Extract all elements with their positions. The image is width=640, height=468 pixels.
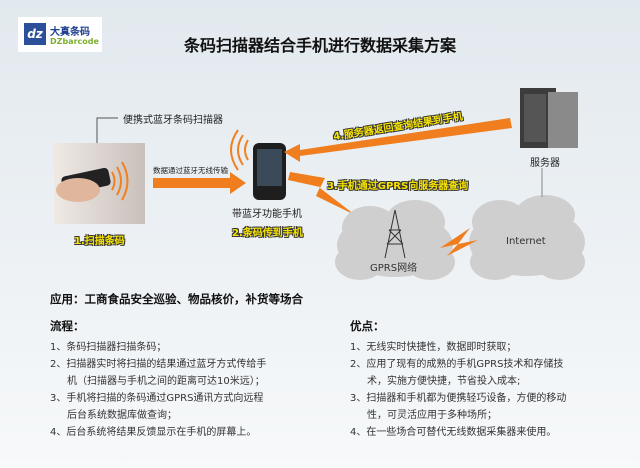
- process-item: 机（扫描器与手机之间的距离可达10米远）；: [67, 376, 265, 387]
- internet-label: Internet: [506, 236, 546, 247]
- scanner-signal-icon: [111, 161, 129, 201]
- step-2: 2.条码传到手机: [232, 228, 303, 239]
- gprs-cloud: [335, 200, 455, 280]
- process-item: 1、条码扫描器扫描条码；: [50, 342, 167, 353]
- bluetooth-label: 数据通过蓝牙无线传输: [153, 166, 228, 175]
- advantage-item: 3、扫描器和手机都为便携轻巧设备，方便的移动: [350, 393, 567, 404]
- process-item: 4、后台系统将结果反馈显示在手机的屏幕上。: [50, 427, 257, 438]
- step-1: 1.扫描条码: [74, 236, 125, 247]
- logo: dz 大真条码 DZbarcode: [18, 17, 102, 52]
- diagram-graphics: [54, 88, 585, 280]
- application-line: 应用：工商食品安全巡验、物品核价，补货等场合: [50, 292, 303, 306]
- process-item: 3、手机将扫描的条码通过GPRS通讯方式向远程: [50, 393, 264, 404]
- process-heading: 流程：: [50, 319, 85, 333]
- phone-signal-icon: [230, 129, 249, 171]
- server-label: 服务器: [530, 158, 560, 169]
- advantage-item: 1、无线实时快捷性，数据即时获取；: [350, 342, 517, 353]
- advantage-item: 性，可灵活应用于多种场所；: [367, 410, 497, 421]
- gprs-label: GPRS网络: [370, 263, 418, 274]
- advantages-section: 优点： 1、无线实时快捷性，数据即时获取； 2、应用了现有的成熟的手机GPRS技…: [350, 318, 620, 441]
- process-item: 后台系统数据库做查询；: [67, 410, 177, 421]
- advantage-item: 2、应用了现有的成熟的手机GPRS技术和存储技: [350, 359, 564, 370]
- phone-label: 带蓝牙功能手机: [232, 209, 302, 220]
- advantage-item: 4、在一些场合可替代无线数据采集器来使用。: [350, 427, 557, 438]
- server-return-arrow: [284, 118, 512, 162]
- tower-icon: [384, 209, 406, 259]
- gprs-query-arrow: [288, 172, 355, 215]
- scanner-label: 便携式蓝牙条码扫描器: [123, 115, 223, 126]
- bluetooth-arrow: [153, 172, 246, 194]
- process-item: 2、扫描器实时将扫描的结果通过蓝牙方式传给手: [50, 359, 267, 370]
- hand: [56, 178, 100, 202]
- logo-en: DZbarcode: [50, 37, 99, 46]
- logo-mark: dz: [24, 23, 46, 45]
- internet-cloud: [469, 195, 585, 280]
- advantages-heading: 优点：: [350, 319, 385, 333]
- network-link-icon: [440, 228, 478, 256]
- advantage-item: 术，实施方便快捷，节省投入成本;: [367, 376, 521, 387]
- step-3: 3.手机通过GPRS向服务器查询: [327, 181, 469, 192]
- process-section: 流程： 1、条码扫描器扫描条码； 2、扫描器实时将扫描的结果通过蓝牙方式传给手 …: [50, 318, 310, 441]
- logo-cn: 大真条码: [50, 27, 90, 38]
- server-icon: [520, 88, 578, 148]
- page-title: 条码扫描器结合手机进行数据采集方案: [183, 36, 456, 55]
